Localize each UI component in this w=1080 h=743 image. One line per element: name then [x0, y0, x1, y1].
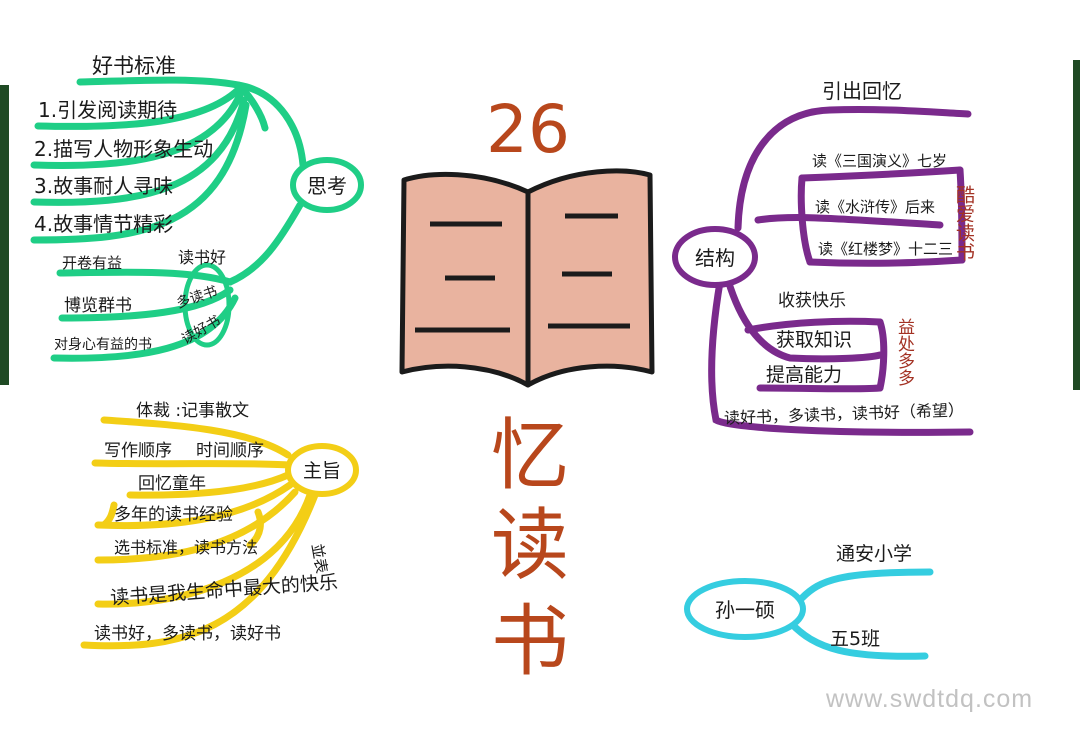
cyan-school: 通安小学 — [836, 543, 912, 565]
title-char-2: 读 — [491, 501, 569, 591]
purple-intro: 引出回忆 — [822, 79, 902, 103]
purple-hub-node — [672, 226, 758, 288]
title-char-3: 书 — [491, 597, 569, 687]
yellow-item-2: 多年的读书经验 — [114, 505, 233, 525]
green-branch-to-hub — [234, 81, 307, 169]
green-heading: 好书标准 — [92, 54, 176, 78]
yellow-branch-item-1 — [126, 471, 292, 499]
yellow-branch-item-3 — [94, 488, 299, 564]
purple-branch-group — [708, 105, 974, 436]
yellow-branch-item-2 — [94, 481, 294, 530]
purple-joy-item-2: 提高能力 — [766, 364, 842, 386]
purple-reading-bottom — [806, 256, 966, 267]
purple-branch-ending — [708, 278, 974, 436]
green-branch-2 — [30, 91, 244, 169]
yellow-branch-order — [91, 459, 292, 469]
cyan-class: 五5班 — [830, 628, 880, 650]
green-branch-to-sub — [226, 201, 304, 286]
green-hub-label: 思考 — [307, 174, 347, 198]
paper-edge-right — [1073, 60, 1080, 390]
yellow-order-left: 写作顺序 — [104, 441, 172, 461]
green-item-2: 2.描写人物形象生动 — [34, 137, 213, 161]
purple-reading-bracket — [797, 174, 814, 266]
purple-branch-intro — [734, 105, 972, 232]
book-right-page — [525, 168, 655, 388]
green-hub-node — [290, 157, 364, 213]
yellow-branch-item-4 — [94, 491, 314, 608]
book-illustration — [399, 168, 655, 388]
purple-reading-note: 酷爱读书 — [953, 185, 975, 261]
title-char-1: 忆 — [491, 411, 569, 501]
yellow-branch-item-5 — [80, 491, 319, 650]
purple-joy-item-1: 获取知识 — [776, 329, 852, 351]
purple-joy-top — [744, 317, 884, 334]
yellow-item-5: 读书好，多读书，读好书 — [94, 624, 281, 644]
green-sub-item-1: 开卷有益 — [62, 254, 122, 272]
green-item-3: 3.故事耐人寻味 — [34, 174, 173, 198]
yellow-side-note: 並表 — [308, 542, 331, 575]
green-branch-group — [30, 76, 307, 362]
yellow-item-3: 选书标准，读书方法 — [114, 538, 258, 557]
yellow-hub-label: 主旨 — [303, 460, 341, 482]
cyan-branch-class — [786, 618, 929, 660]
green-sub-item-3: 对身心有益的书 — [54, 337, 152, 353]
green-sub-item-2: 博览群书 — [64, 296, 132, 316]
green-branch-heading — [76, 76, 242, 89]
purple-reading-2: 读《水浒传》后来 — [815, 198, 935, 216]
purple-ending: 读好书，多读书，读书好（希望） — [724, 400, 965, 427]
green-item-1: 1.引发阅读期待 — [38, 98, 177, 122]
purple-hub-label: 结构 — [695, 246, 735, 270]
paper-edge-left — [0, 85, 9, 385]
purple-reading-1: 读《三国演义》七岁 — [812, 152, 947, 170]
purple-joy-note: 益处多多 — [894, 318, 915, 386]
purple-reading-3: 读《红楼梦》十二三 — [818, 240, 953, 258]
yellow-bracket-1 — [100, 501, 118, 529]
cyan-hub-label: 孙一硕 — [715, 598, 775, 622]
yellow-order-right: 时间顺序 — [196, 441, 264, 461]
green-branch-3 — [30, 96, 248, 206]
green-item-4: 4.故事情节精彩 — [34, 212, 173, 236]
cyan-branch-school — [798, 568, 934, 602]
green-sub-label: 读书好 — [178, 248, 226, 267]
title-number: 26 — [486, 91, 570, 168]
green-branch-1 — [34, 86, 242, 130]
purple-branch-reading — [754, 214, 944, 229]
yellow-genre: 体裁 :记事散文 — [136, 401, 249, 421]
yellow-item-1: 回忆童年 — [138, 474, 206, 494]
purple-reading-right — [956, 166, 966, 264]
cyan-hub-node — [684, 578, 806, 640]
purple-joy-right — [876, 318, 888, 392]
green-sub-branch-1 — [56, 268, 234, 286]
purple-joy-bottom — [756, 384, 884, 393]
green-sub-branch-2 — [58, 286, 234, 322]
yellow-item-4: 读书是我生命中最大的快乐 — [110, 571, 339, 609]
yellow-branch-group — [80, 416, 319, 650]
green-sub-loop — [182, 262, 232, 348]
cyan-branch-group — [786, 568, 934, 660]
purple-branch-joy — [724, 276, 884, 363]
yellow-branch-genre — [100, 416, 292, 459]
green-branch-4 — [30, 101, 250, 244]
yellow-hub-node — [285, 443, 359, 497]
watermark-text: www.swdtdq.com — [826, 685, 1034, 713]
purple-reading-top — [798, 166, 964, 182]
green-sub-branch-3 — [50, 294, 239, 362]
purple-joy-label: 收获快乐 — [778, 291, 846, 311]
yellow-bracket-2 — [246, 508, 264, 549]
